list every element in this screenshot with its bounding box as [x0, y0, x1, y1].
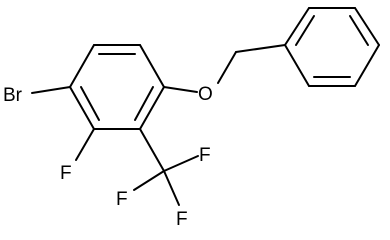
bond-ring-a-lower-right: [139, 86, 165, 130]
bond-cf3-f-top: [163, 155, 199, 172]
bond-ring-b-upper-right: [354, 7, 380, 46]
bond-c-f: [75, 128, 95, 161]
bond-ring-a-lower-left-inner: [80, 86, 100, 121]
bond-ch2-ring-b: [235, 44, 286, 53]
bond-ring-b-lower-left: [284, 44, 310, 87]
atom-label-bromine: Br: [3, 85, 23, 106]
atom-label-fluorine-ring: F: [60, 163, 72, 184]
bond-ring-b-lower-right: [354, 44, 380, 87]
atom-label-cf3-fluorine-left: F: [116, 189, 128, 210]
bond-ring-a-lower-right-inner: [134, 86, 154, 121]
bond-cf3-f-bottom: [163, 170, 180, 206]
atom-label-cf3-fluorine-bottom: F: [176, 209, 188, 230]
atom-label-oxygen: O: [198, 84, 213, 105]
bond-c-o: [163, 86, 198, 93]
bond-ring-b-upper-right-inner: [349, 15, 369, 46]
bond-cf3-f-left: [133, 170, 165, 191]
atom-label-cf3-fluorine-top: F: [199, 145, 211, 166]
bond-ring-b-upper-left-inner: [295, 15, 315, 46]
ring-a: [69, 44, 165, 130]
bond-o-ch2: [217, 51, 237, 84]
ring-b: [284, 7, 380, 87]
bond-ring-a-lower-left: [69, 86, 95, 130]
bond-c-cf3: [139, 128, 165, 172]
bond-c-br: [31, 86, 71, 94]
bond-ring-a-upper-left: [69, 44, 95, 88]
bond-ring-a-upper-right: [139, 44, 165, 88]
molecule-structure-diagram: Br F O F F F: [3, 7, 380, 230]
bond-ring-b-upper-left: [284, 7, 310, 46]
